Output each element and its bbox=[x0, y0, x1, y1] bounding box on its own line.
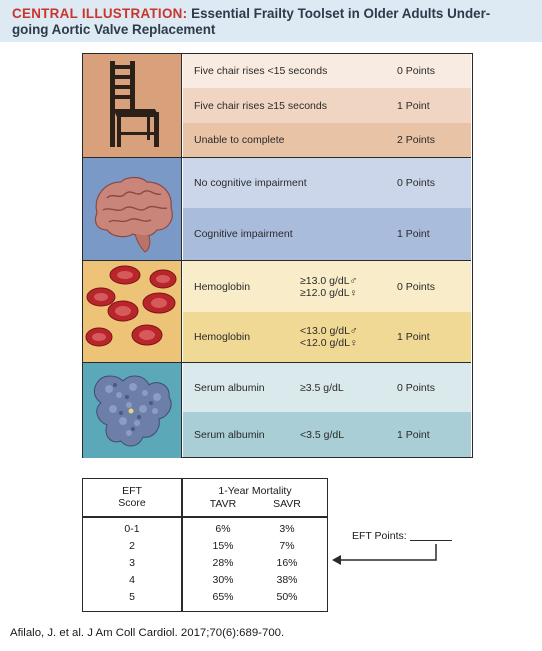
criterion-label: Hemoglobin bbox=[194, 331, 251, 343]
criterion-label: Serum albumin bbox=[194, 428, 265, 441]
criterion-label: No cognitive impairment bbox=[194, 177, 307, 189]
eft-points-blank-line bbox=[410, 540, 452, 541]
chair-icon bbox=[83, 54, 182, 157]
albumin-row: Serum albumin <3.5 g/dL 1 Point bbox=[183, 412, 471, 457]
figure-title: CENTRAL ILLUSTRATION: Essential Frailty … bbox=[12, 6, 532, 38]
citation: Afilalo, J. et al. J Am Coll Cardiol. 20… bbox=[10, 627, 285, 639]
column-divider bbox=[181, 479, 183, 611]
score-cell: 5 bbox=[129, 591, 135, 603]
score-cell: 0-1 bbox=[124, 523, 140, 535]
cognition-section: No cognitive impairment 0 Points Cogniti… bbox=[83, 158, 471, 261]
points-value: 1 Point bbox=[397, 228, 430, 240]
savr-cell: 7% bbox=[279, 540, 295, 552]
criterion-label: Five chair rises ≥15 seconds bbox=[194, 99, 327, 112]
tavr-cell: 15% bbox=[212, 540, 234, 552]
frailty-toolset-table: Five chair rises <15 seconds 0 Points Fi… bbox=[82, 53, 473, 458]
threshold-value: <13.0 g/dL♂ <12.0 g/dL♀ bbox=[300, 325, 358, 349]
points-value: 0 Points bbox=[397, 65, 435, 77]
chair-row: Unable to complete 2 Points bbox=[183, 123, 471, 157]
savr-cell: 16% bbox=[276, 557, 298, 569]
chair-row: Five chair rises ≥15 seconds 1 Point bbox=[183, 88, 471, 123]
criterion-label: Cognitive impairment bbox=[194, 228, 293, 240]
threshold-value: ≥3.5 g/dL bbox=[300, 381, 344, 394]
eft-points-label: EFT Points: bbox=[352, 530, 407, 542]
header-divider bbox=[83, 516, 327, 518]
points-value: 0 Points bbox=[397, 280, 435, 293]
score-header-line-1: EFT bbox=[122, 485, 142, 497]
threshold-female: <12.0 g/dL♀ bbox=[300, 337, 358, 349]
score-cell: 4 bbox=[129, 574, 135, 586]
cognition-row: No cognitive impairment 0 Points bbox=[183, 158, 471, 208]
points-value: 0 Points bbox=[397, 381, 435, 394]
score-cell: 3 bbox=[129, 557, 135, 569]
tavr-cell: 28% bbox=[212, 557, 234, 569]
mortality-group-header: 1-Year Mortality bbox=[218, 485, 292, 497]
figure-header: CENTRAL ILLUSTRATION: Essential Frailty … bbox=[0, 0, 542, 42]
criterion-label: Unable to complete bbox=[194, 134, 285, 146]
title-line-2: going Aortic Valve Replacement bbox=[12, 22, 216, 37]
cognition-row: Cognitive impairment 1 Point bbox=[183, 208, 471, 260]
points-value: 2 Points bbox=[397, 134, 435, 146]
criterion-label: Hemoglobin bbox=[194, 280, 251, 293]
threshold-female: ≥12.0 g/dL♀ bbox=[300, 286, 358, 299]
savr-cell: 50% bbox=[276, 591, 298, 603]
criterion-label: Serum albumin bbox=[194, 381, 265, 394]
threshold-value: <3.5 g/dL bbox=[300, 428, 345, 441]
threshold-male: <13.0 g/dL♂ bbox=[300, 325, 358, 337]
savr-cell: 38% bbox=[276, 574, 298, 586]
red-blood-cells-icon bbox=[83, 261, 182, 362]
tavr-cell: 6% bbox=[215, 523, 231, 535]
title-line-1: Essential Frailty Toolset in Older Adult… bbox=[191, 6, 491, 21]
criterion-label: Five chair rises <15 seconds bbox=[194, 65, 328, 77]
albumin-section: Serum albumin ≥3.5 g/dL 0 Points Serum a… bbox=[83, 363, 471, 458]
brain-icon bbox=[83, 158, 182, 260]
tavr-column-header: TAVR bbox=[209, 498, 237, 510]
points-value: 1 Point bbox=[397, 99, 430, 112]
tavr-cell: 30% bbox=[212, 574, 234, 586]
score-column-header: EFT Score bbox=[83, 485, 181, 509]
albumin-protein-icon bbox=[83, 363, 182, 458]
points-value: 0 Points bbox=[397, 177, 435, 189]
points-value: 1 Point bbox=[397, 428, 430, 441]
central-illustration-label: CENTRAL ILLUSTRATION: bbox=[12, 6, 188, 21]
mortality-table: EFT Score 1-Year Mortality TAVR SAVR 0-1… bbox=[82, 478, 328, 612]
tavr-cell: 65% bbox=[212, 591, 234, 603]
score-header-line-2: Score bbox=[118, 497, 146, 509]
hemoglobin-row: Hemoglobin <13.0 g/dL♂ <12.0 g/dL♀ 1 Poi… bbox=[183, 312, 471, 362]
threshold-value: ≥13.0 g/dL♂ ≥12.0 g/dL♀ bbox=[300, 275, 357, 299]
hemoglobin-row: Hemoglobin ≥13.0 g/dL♂ ≥12.0 g/dL♀ 0 Poi… bbox=[183, 261, 471, 312]
savr-cell: 3% bbox=[279, 523, 295, 535]
score-cell: 2 bbox=[129, 540, 135, 552]
hemoglobin-section: Hemoglobin ≥13.0 g/dL♂ ≥12.0 g/dL♀ 0 Poi… bbox=[83, 261, 471, 363]
points-value: 1 Point bbox=[397, 331, 430, 343]
arrow-left-icon bbox=[332, 544, 437, 565]
chair-rise-section: Five chair rises <15 seconds 0 Points Fi… bbox=[83, 54, 471, 158]
savr-column-header: SAVR bbox=[273, 498, 301, 510]
chair-row: Five chair rises <15 seconds 0 Points bbox=[183, 54, 471, 88]
albumin-row: Serum albumin ≥3.5 g/dL 0 Points bbox=[183, 363, 471, 412]
threshold-male: ≥13.0 g/dL♂ bbox=[300, 274, 358, 287]
